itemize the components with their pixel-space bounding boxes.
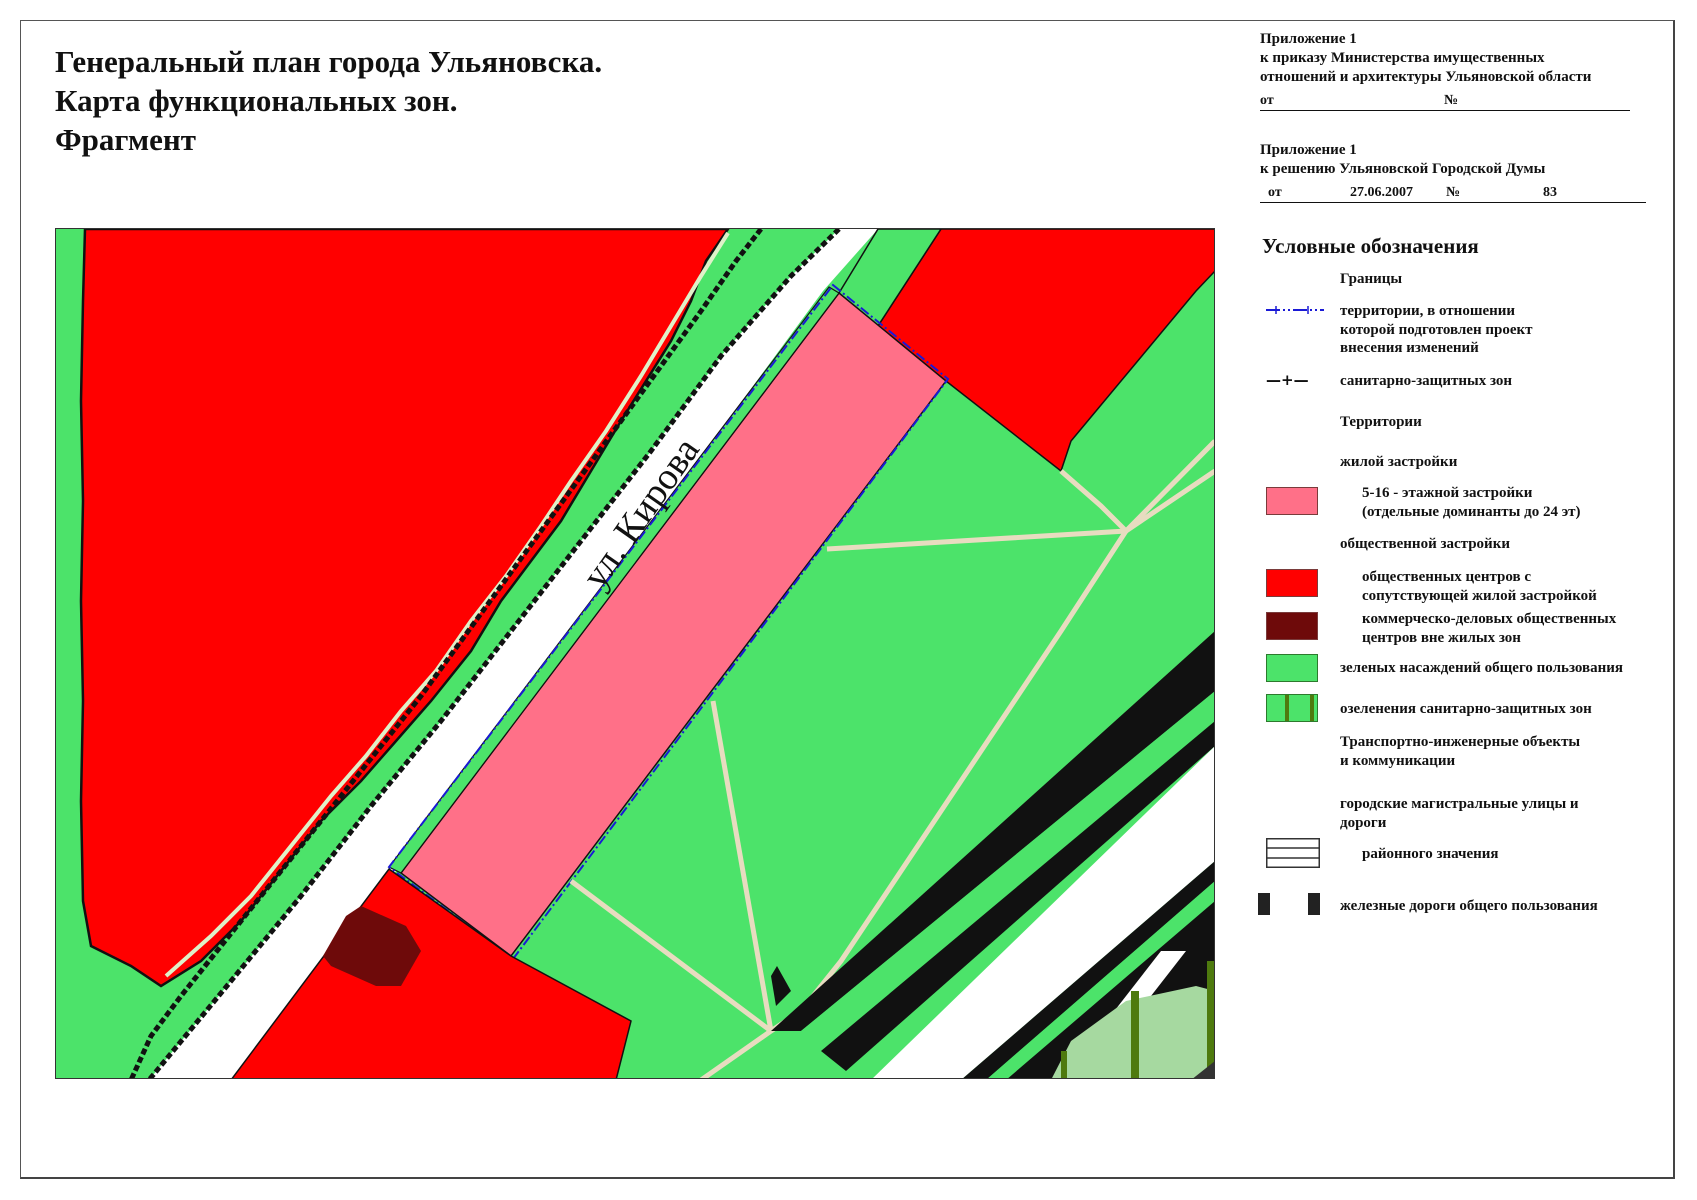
appendix-line: отношений и архитектуры Ульяновской обла…: [1260, 69, 1592, 85]
number-label: №: [1446, 185, 1461, 200]
road-district: [873, 746, 1214, 1078]
pink-swatch-icon: [1266, 487, 1318, 515]
legend-item-green-public: зеленых насаждений общего пользования: [1340, 660, 1624, 676]
legend-item-residential-5-16: 5-16 - этажной застройки (отдельные доми…: [1362, 485, 1581, 520]
title-line-2: Карта функциональных зон.: [55, 83, 458, 118]
red-swatch-icon: [1266, 569, 1318, 597]
green-swatch-icon: [1266, 654, 1318, 682]
map-title: Генеральный план города Ульяновска. Карт…: [55, 42, 602, 159]
date-value: 27.06.2007: [1350, 185, 1413, 200]
legend-section-borders: Границы: [1340, 271, 1403, 287]
legend-item-district-roads: районного значения: [1362, 846, 1499, 862]
from-label: от: [1260, 93, 1274, 108]
legend-section-transport: Транспортно-инженерные объекты и коммуни…: [1340, 734, 1581, 769]
signature-line: от 27.06.2007 № 83: [1260, 182, 1646, 203]
zone-commercial-center: [323, 906, 421, 986]
legend-section-territories: Территории: [1340, 414, 1422, 430]
from-label: от: [1268, 185, 1282, 200]
road-kirova: [150, 229, 878, 1078]
functional-zones-map: ул. Кирова: [56, 229, 1214, 1078]
appendix-city-duma: Приложение 1 к решению Ульяновской Город…: [1260, 141, 1646, 203]
triple-line-swatch-icon: [1266, 838, 1320, 868]
legend-title: Условные обозначения: [1262, 234, 1479, 258]
legend-section-public: общественной застройки: [1340, 536, 1510, 552]
legend-item-project-boundary: территории, в отношении которой подготов…: [1340, 303, 1533, 356]
zone-public-center-sw: [231, 867, 632, 1078]
legend-item-railways: железные дороги общего пользования: [1340, 898, 1598, 914]
blue-dash-dot-line-icon: [1266, 306, 1324, 314]
appendix-line: к приказу Министерства имущественных: [1260, 50, 1545, 66]
legend-section-residential: жилой застройки: [1340, 454, 1458, 470]
darkred-swatch-icon: [1266, 612, 1318, 640]
legend-item-green-sanitary: озеленения санитарно-защитных зон: [1340, 701, 1592, 717]
number-value: 83: [1543, 185, 1557, 200]
legend-item-public-centers: общественных центров с сопутствующей жил…: [1362, 569, 1597, 604]
zone-public-center-nw: [79, 229, 730, 988]
sanitary-boundary-line-icon: —+—: [1266, 371, 1309, 389]
appendix-heading: Приложение 1: [1260, 142, 1357, 158]
title-line-1: Генеральный план города Ульяновска.: [55, 44, 603, 79]
legend-item-commercial-centers: коммерческо-деловых общественных центров…: [1362, 611, 1617, 646]
legend-item-sanitary-boundary: санитарно-защитных зон: [1340, 373, 1513, 389]
legend-section-main-streets: городские магистральные улицы и дороги: [1340, 796, 1579, 831]
signature-line: от №: [1260, 90, 1630, 111]
number-label: №: [1444, 93, 1459, 108]
page-frame: [20, 20, 1675, 1179]
appendix-ministry: Приложение 1 к приказу Министерства имущ…: [1260, 30, 1630, 111]
appendix-heading: Приложение 1: [1260, 31, 1357, 47]
appendix-line: к решению Ульяновской Городской Думы: [1260, 161, 1546, 177]
title-line-3: Фрагмент: [55, 122, 196, 157]
railway-swatch-icon: [1258, 893, 1320, 915]
map-canvas[interactable]: ул. Кирова: [55, 228, 1215, 1079]
striped-green-swatch-icon: [1266, 694, 1318, 722]
legend: Условные обозначения: [1262, 234, 1682, 259]
